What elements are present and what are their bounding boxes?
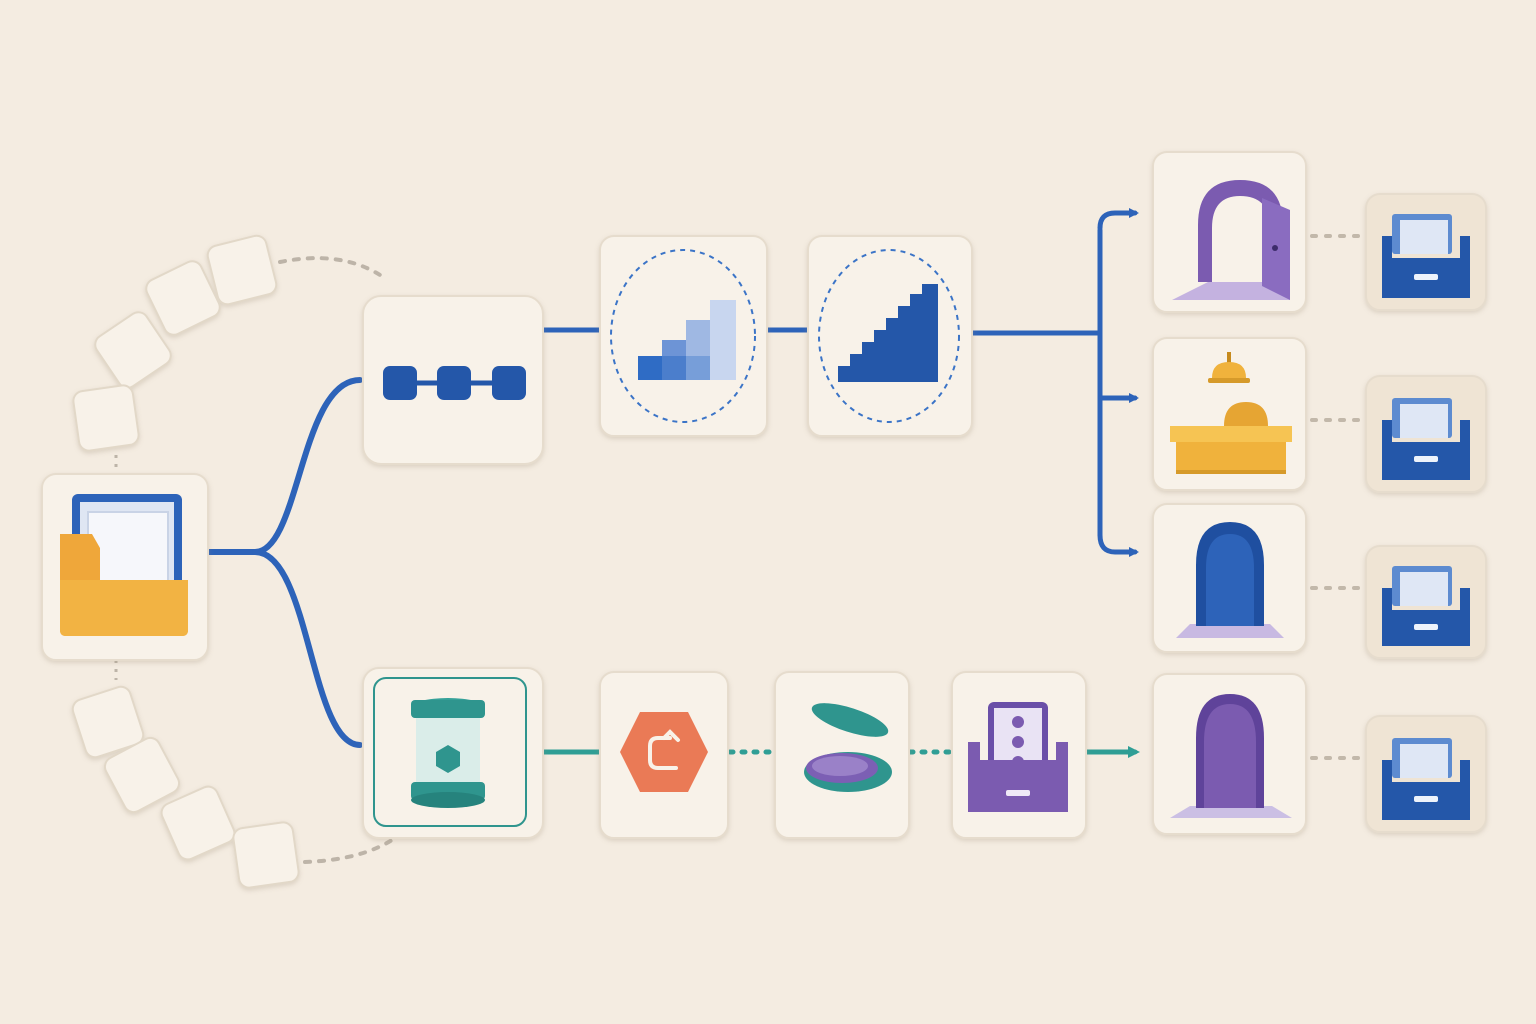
staircase-icon bbox=[818, 249, 960, 423]
rising-bars-icon bbox=[610, 249, 756, 423]
outer-tile bbox=[160, 785, 236, 861]
line-source-to-upper bbox=[205, 377, 363, 555]
arc-dotted-top bbox=[278, 256, 382, 277]
connectors bbox=[205, 208, 1362, 760]
file-drawer-icon bbox=[1382, 566, 1470, 646]
arc-dotted-bottom bbox=[303, 838, 394, 864]
line-source-to-lower bbox=[252, 549, 363, 748]
chain-link-icon bbox=[620, 712, 708, 792]
arrow-to-closed-door bbox=[1097, 532, 1139, 557]
open-door-icon bbox=[1172, 180, 1290, 300]
container-jar-icon bbox=[373, 677, 527, 827]
three-nodes-chain-icon bbox=[383, 366, 526, 400]
reception-desk-bell-icon bbox=[1170, 352, 1292, 474]
folder-icon bbox=[60, 494, 188, 636]
outer-tile bbox=[206, 234, 278, 306]
outer-tile bbox=[145, 260, 221, 336]
arched-door-icon bbox=[1170, 694, 1292, 818]
outer-tile bbox=[94, 311, 172, 389]
outer-tiles-arc bbox=[71, 234, 394, 889]
card-bars bbox=[599, 235, 768, 437]
arrow-to-open-door bbox=[1097, 208, 1139, 231]
closed-door-icon bbox=[1176, 522, 1284, 638]
inbox-tray-icon bbox=[968, 702, 1068, 812]
file-drawer-icon bbox=[1382, 214, 1470, 298]
outer-tile bbox=[71, 685, 145, 759]
file-drawer-icon bbox=[1382, 738, 1470, 820]
outer-tile bbox=[232, 821, 300, 889]
outer-tile bbox=[103, 736, 181, 814]
file-drawer-icon bbox=[1382, 398, 1470, 480]
compact-case-icon bbox=[804, 703, 892, 792]
outer-tile bbox=[72, 384, 140, 452]
